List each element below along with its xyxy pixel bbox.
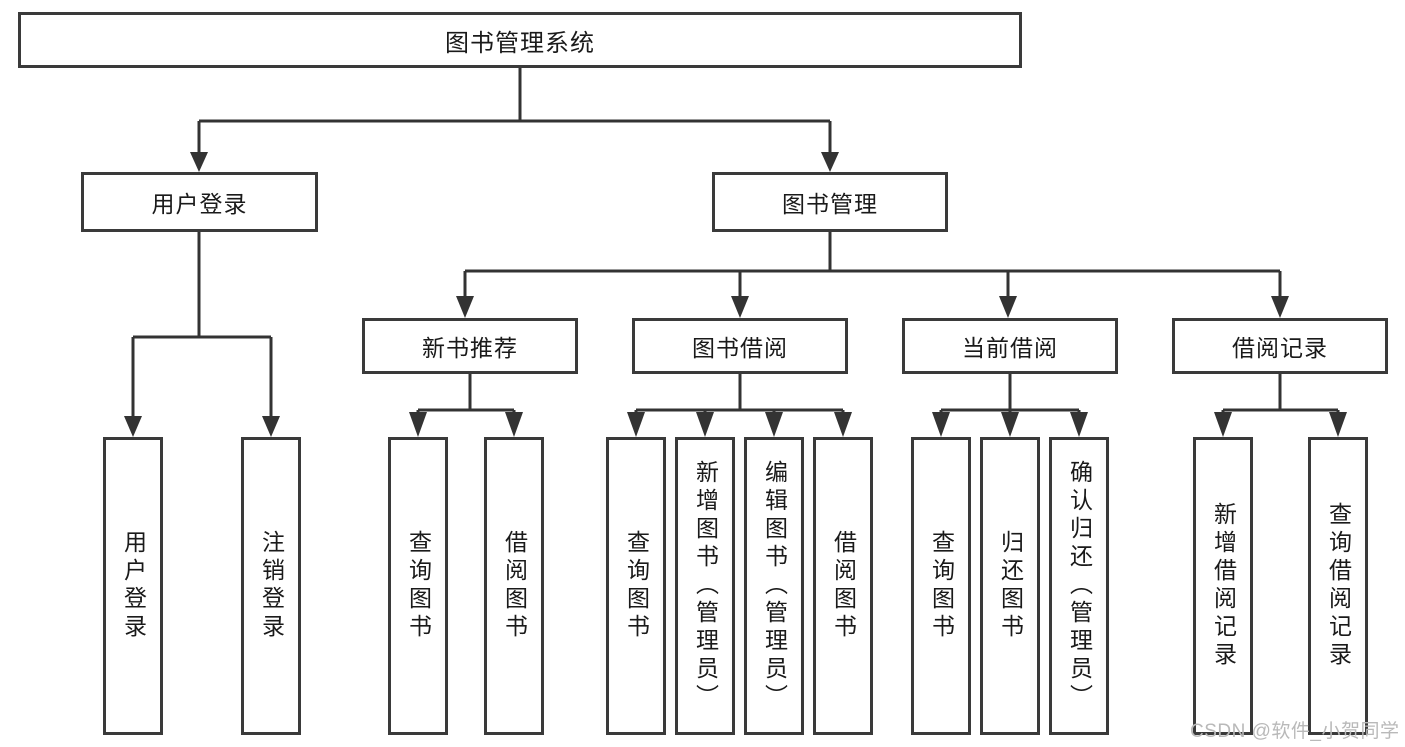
- node-leaf-add-book[interactable]: 新增图书（管理员）: [675, 437, 735, 735]
- arrowhead-borrow-record: [1271, 296, 1289, 318]
- node-leaf-return-book-label: 归还图书: [997, 530, 1024, 642]
- node-leaf-borrow-book-1-label: 借阅图书: [501, 530, 528, 642]
- node-leaf-borrow-book-2[interactable]: 借阅图书: [813, 437, 873, 735]
- node-leaf-confirm-return-label: 确认归还（管理员）: [1066, 460, 1093, 712]
- node-root-system-label: 图书管理系统: [445, 29, 595, 57]
- arrowhead-user-login: [190, 152, 208, 172]
- arrowhead-new-book-recommend: [456, 296, 474, 318]
- node-leaf-query-record-label: 查询借阅记录: [1325, 502, 1352, 670]
- node-leaf-query-book-2-label: 查询图书: [623, 530, 650, 642]
- node-new-book-recommend[interactable]: 新书推荐: [362, 318, 578, 374]
- arrowhead-leaf-borrow-book-1: [505, 412, 523, 437]
- node-leaf-confirm-return[interactable]: 确认归还（管理员）: [1049, 437, 1109, 735]
- node-leaf-query-book-1[interactable]: 查询图书: [388, 437, 448, 735]
- node-user-login[interactable]: 用户登录: [81, 172, 318, 232]
- node-leaf-query-record[interactable]: 查询借阅记录: [1308, 437, 1368, 735]
- arrowhead-leaf-confirm-return: [1070, 412, 1088, 437]
- arrowhead-leaf-add-book: [696, 412, 714, 437]
- node-leaf-query-book-2[interactable]: 查询图书: [606, 437, 666, 735]
- node-book-borrow-label: 图书借阅: [692, 335, 788, 361]
- node-leaf-user-login[interactable]: 用户登录: [103, 437, 163, 735]
- node-user-login-label: 用户登录: [151, 191, 248, 217]
- node-current-borrow[interactable]: 当前借阅: [902, 318, 1118, 374]
- arrowhead-leaf-query-record: [1329, 412, 1347, 437]
- node-leaf-user-login-label: 用户登录: [120, 530, 147, 642]
- node-leaf-add-record-label: 新增借阅记录: [1210, 502, 1237, 670]
- arrowhead-leaf-query-book-2: [627, 412, 645, 437]
- node-leaf-query-book-3-label: 查询图书: [928, 530, 955, 642]
- node-book-borrow[interactable]: 图书借阅: [632, 318, 848, 374]
- arrowhead-leaf-borrow-book-2: [834, 412, 852, 437]
- node-borrow-record[interactable]: 借阅记录: [1172, 318, 1388, 374]
- node-leaf-query-book-3[interactable]: 查询图书: [911, 437, 971, 735]
- node-leaf-return-book[interactable]: 归还图书: [980, 437, 1040, 735]
- node-leaf-user-logout-label: 注销登录: [258, 530, 285, 642]
- node-leaf-add-record[interactable]: 新增借阅记录: [1193, 437, 1253, 735]
- arrowhead-current-borrow: [999, 296, 1017, 318]
- arrowhead-leaf-user-logout: [262, 416, 280, 437]
- node-current-borrow-label: 当前借阅: [962, 335, 1058, 361]
- arrowhead-leaf-user-login: [124, 416, 142, 437]
- arrowhead-book-borrow: [731, 296, 749, 318]
- arrowhead-leaf-return-book: [1001, 412, 1019, 437]
- node-root-system[interactable]: 图书管理系统: [18, 12, 1022, 68]
- node-leaf-borrow-book-2-label: 借阅图书: [830, 530, 857, 642]
- node-leaf-query-book-1-label: 查询图书: [405, 530, 432, 642]
- arrowhead-leaf-add-record: [1214, 412, 1232, 437]
- node-leaf-add-book-label: 新增图书（管理员）: [692, 460, 719, 712]
- csdn-watermark-text: CSDN @软件_小贺同学: [1190, 721, 1400, 742]
- arrowhead-leaf-query-book-1: [409, 412, 427, 437]
- node-borrow-record-label: 借阅记录: [1232, 335, 1328, 361]
- arrowhead-leaf-query-book-3: [932, 412, 950, 437]
- csdn-watermark: CSDN @软件_小贺同学: [1190, 716, 1399, 743]
- node-book-manage-label: 图书管理: [782, 191, 878, 217]
- node-leaf-borrow-book-1[interactable]: 借阅图书: [484, 437, 544, 735]
- node-new-book-recommend-label: 新书推荐: [422, 335, 518, 361]
- node-leaf-edit-book[interactable]: 编辑图书（管理员）: [744, 437, 804, 735]
- node-book-manage[interactable]: 图书管理: [712, 172, 948, 232]
- node-leaf-edit-book-label: 编辑图书（管理员）: [761, 460, 788, 712]
- node-leaf-user-logout[interactable]: 注销登录: [241, 437, 301, 735]
- arrowhead-leaf-edit-book: [765, 412, 783, 437]
- arrowhead-book-manage: [821, 152, 839, 172]
